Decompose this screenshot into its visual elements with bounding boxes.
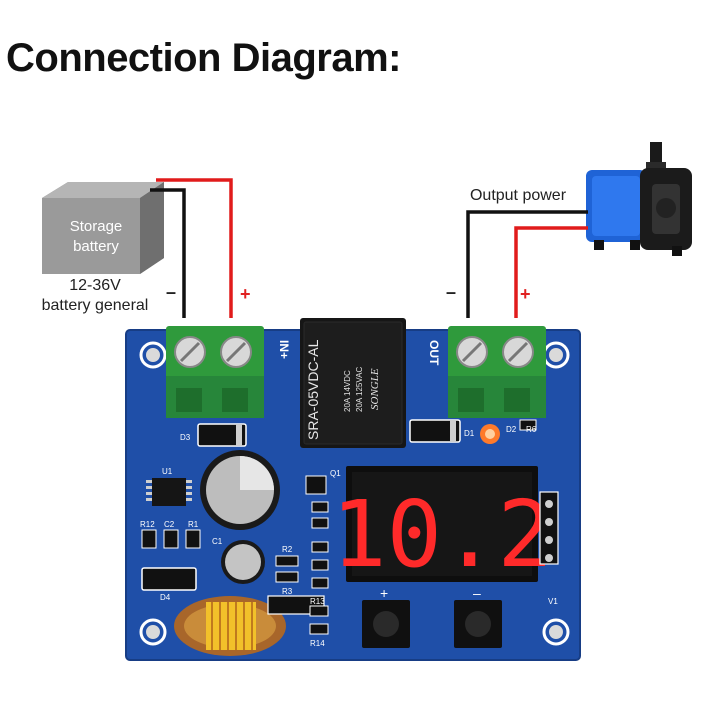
seven-segment-display	[346, 466, 538, 582]
diode-d1	[409, 419, 461, 443]
pump-black-wire	[466, 210, 588, 318]
diode-d3	[197, 423, 247, 447]
battery-voltage: 12-36V	[69, 277, 121, 294]
mount-hole-bl	[139, 618, 167, 646]
input-terminal-block	[166, 326, 264, 418]
battery-label-line1: Storage	[70, 218, 123, 235]
silk-d1: D1	[464, 429, 475, 438]
silk-u1: U1	[162, 467, 173, 476]
silk-r2: R2	[282, 545, 293, 554]
battery-label-line2: battery	[73, 238, 119, 255]
output-plus-mark: +	[520, 284, 531, 304]
silk-r1: R1	[188, 520, 199, 529]
button-plus[interactable]	[362, 600, 410, 648]
relay-brand: SONGLE	[369, 368, 381, 410]
relay	[300, 318, 406, 448]
mount-hole-br	[542, 618, 570, 646]
pcb-out-label: OUT	[427, 340, 441, 366]
chip-u1	[152, 478, 186, 506]
silk-btn-plus: +	[380, 585, 388, 601]
button-minus[interactable]	[454, 600, 502, 648]
silk-c2: C2	[164, 520, 175, 529]
silk-r12: R12	[140, 520, 155, 529]
water-pump	[586, 142, 692, 256]
battery-general: battery general	[41, 297, 149, 314]
silk-c1: C1	[212, 537, 223, 546]
pcb-board: SRA-05VDC-AL 20A 14VDC 20A 125VAC SONGLE…	[125, 318, 581, 661]
battery-caption: 12-36V battery general	[30, 276, 160, 316]
silk-d4: D4	[160, 593, 171, 602]
relay-model: SRA-05VDC-AL	[305, 339, 321, 440]
output-minus-mark: –	[446, 282, 457, 302]
silk-d3: D3	[180, 433, 191, 442]
output-power-caption: Output power	[469, 187, 567, 204]
pump-red-wire	[514, 226, 588, 318]
silk-r6: R6	[526, 425, 537, 434]
inductor-coil	[174, 596, 286, 656]
battery-minus-mark: –	[166, 282, 177, 302]
battery-black-wire	[150, 188, 186, 318]
battery-red-wire	[156, 178, 233, 318]
page-title: Connection Diagram:	[6, 36, 401, 80]
battery-plus-mark: +	[240, 284, 251, 304]
pcb-in-label: IN+	[277, 340, 291, 359]
silk-d2: D2	[506, 425, 517, 434]
diode-d4	[141, 567, 197, 591]
relay-rating-1: 20A 14VDC	[343, 370, 352, 412]
silk-r13: R13	[310, 597, 325, 606]
mount-hole-tl	[139, 341, 167, 369]
output-terminal-block	[448, 326, 546, 418]
silk-v1: V1	[548, 597, 558, 606]
silk-q1: Q1	[330, 469, 341, 478]
pin-header	[539, 491, 559, 565]
display-value: 10.2	[331, 481, 553, 588]
silk-r3: R3	[282, 587, 293, 596]
silk-r14: R14	[310, 639, 325, 648]
storage-battery: Storage battery	[42, 182, 164, 274]
relay-rating-2: 20A 125VAC	[355, 367, 364, 412]
silk-btn-minus: –	[473, 585, 481, 601]
